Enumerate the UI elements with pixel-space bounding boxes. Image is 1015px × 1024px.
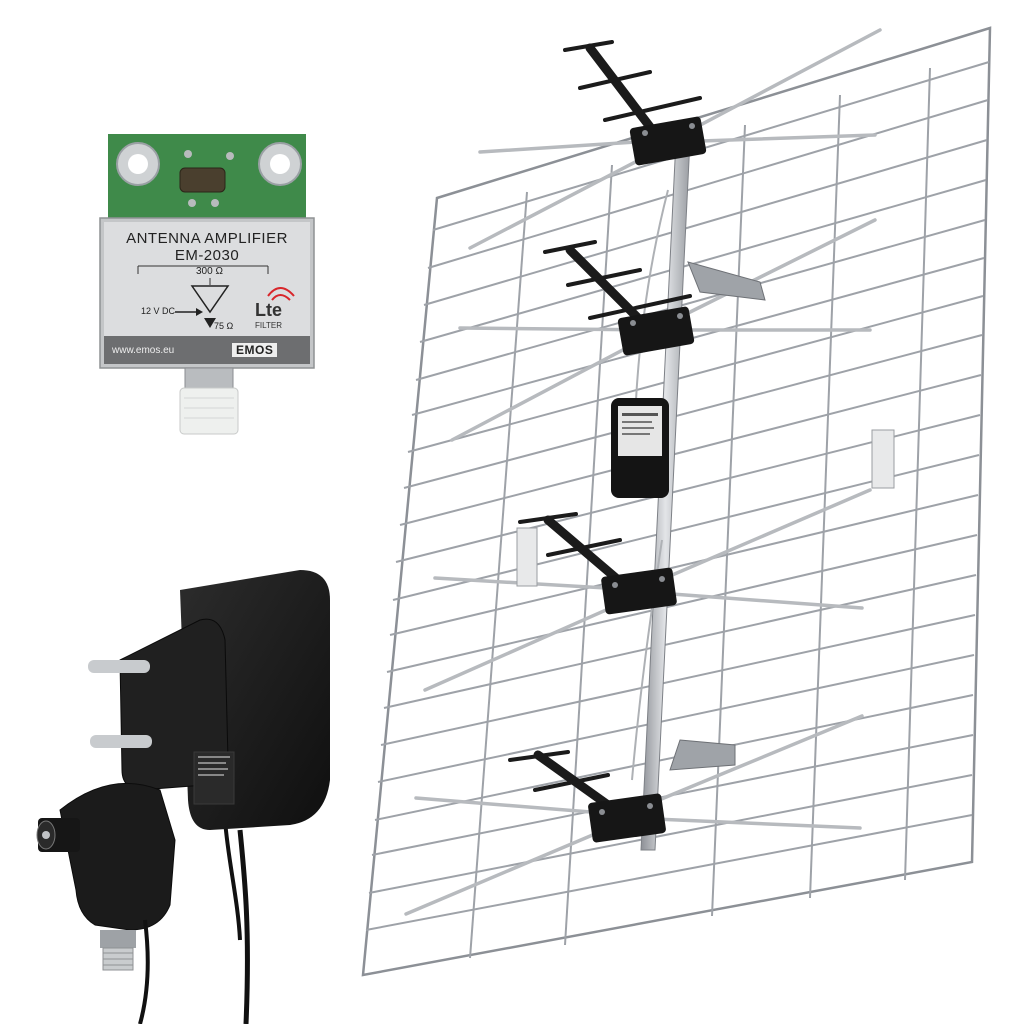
power-inserter	[36, 782, 176, 1024]
amplifier-output-impedance: 75 Ω	[214, 321, 234, 331]
element-clamps	[588, 116, 707, 843]
manufacturer-website: www.emos.eu	[112, 345, 175, 356]
boom-amplifier-box	[611, 398, 669, 498]
amplifier-model: EM-2030	[174, 247, 240, 264]
director-arms	[508, 40, 702, 820]
amplifier-input-impedance: 300 Ω	[196, 266, 223, 277]
mount-brackets	[516, 261, 895, 771]
lte-filter-label: FILTER	[255, 321, 282, 330]
brand-logo: EMOS	[232, 343, 278, 357]
power-adapter	[88, 570, 330, 1024]
amplifier-power-label: 12 V DC	[141, 306, 176, 316]
lte-logo: Lte	[255, 300, 282, 320]
amplifier-module	[99, 134, 315, 435]
reflector-grid	[361, 26, 992, 977]
amplifier-title: ANTENNA AMPLIFIER	[126, 230, 288, 247]
